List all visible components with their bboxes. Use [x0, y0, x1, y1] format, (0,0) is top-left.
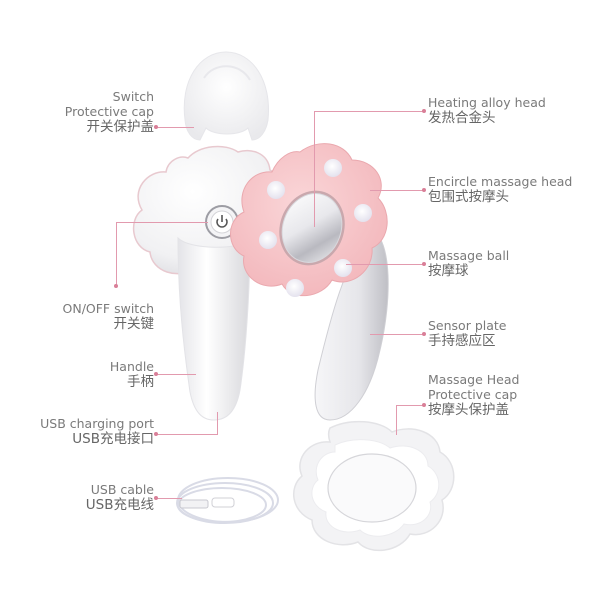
massage-head-image — [230, 143, 388, 297]
label-sensor-plate: Sensor plate 手持感应区 — [428, 318, 507, 350]
leader-sensor — [370, 334, 424, 335]
label-cn: 包围式按摩头 — [428, 188, 509, 205]
leader-heating-h — [314, 111, 424, 112]
label-cn: 手持感应区 — [428, 332, 496, 349]
label-en: Encircle massage head — [428, 174, 573, 189]
leader-dot — [422, 109, 426, 113]
leader-handle — [156, 374, 196, 375]
label-en: Switch — [112, 89, 154, 104]
label-en: USB charging port — [40, 416, 154, 431]
label-cn: 开关保护盖 — [86, 118, 155, 135]
power-icon — [216, 218, 228, 228]
leader-dot — [114, 284, 118, 288]
label-cn: 按摩球 — [428, 262, 469, 279]
label-cn: 手柄 — [127, 373, 154, 390]
sensor-plate-image — [314, 229, 389, 421]
massage-head-protective-cap-image — [293, 420, 455, 552]
label-usb-charging-port: USB charging port USB充电接口 — [40, 416, 154, 448]
label-massage-head-protective-cap: Massage Head Protective cap 按摩头保护盖 — [428, 372, 520, 418]
leader-encircle — [370, 190, 424, 191]
label-en: Massage Head — [428, 372, 520, 387]
label-cn: 发热合金头 — [428, 109, 496, 126]
label-cn: USB充电线 — [85, 496, 154, 513]
leader-dot — [154, 432, 158, 436]
leader-dot — [422, 332, 426, 336]
label-en: USB cable — [90, 482, 154, 497]
leader-dot — [154, 125, 158, 129]
label-en: Protective cap — [428, 386, 518, 402]
leader-dot — [422, 262, 426, 266]
leader-head-cap-h — [396, 405, 424, 406]
label-handle: Handle 手柄 — [109, 359, 154, 391]
leader-dot — [154, 372, 158, 376]
leader-on-off-h — [116, 222, 208, 223]
label-switch-protective-cap: Switch Protective cap 开关保护盖 — [64, 89, 155, 135]
leader-switch-cap — [156, 127, 194, 128]
leader-dot — [154, 496, 158, 500]
switch-protective-cap-image — [183, 51, 270, 141]
label-cn: USB充电接口 — [72, 430, 154, 447]
label-usb-cable: USB cable USB充电线 — [85, 482, 154, 514]
label-massage-ball: Massage ball 按摩球 — [428, 248, 510, 280]
label-en: Handle — [109, 359, 154, 374]
label-en: ON/OFF switch — [62, 301, 155, 316]
leader-usb-cable — [156, 498, 182, 499]
label-en: Sensor plate — [428, 318, 507, 333]
label-cn: 按摩头保护盖 — [428, 401, 509, 418]
leader-usb-port-v — [217, 412, 218, 434]
usb-cable-image — [176, 477, 279, 524]
leader-massage-ball — [346, 264, 424, 265]
label-heating-alloy-head: Heating alloy head 发热合金头 — [428, 95, 546, 127]
leader-dot — [422, 403, 426, 407]
label-en: Massage ball — [428, 248, 510, 263]
label-on-off-switch: ON/OFF switch 开关键 — [62, 301, 155, 333]
leader-head-cap-v — [396, 405, 397, 435]
leader-usb-port-h — [156, 434, 218, 435]
leader-on-off-v — [116, 222, 117, 286]
label-encircle-massage-head: Encircle massage head 包围式按摩头 — [428, 174, 573, 206]
label-en: Protective cap — [64, 103, 154, 119]
leader-dot — [422, 188, 426, 192]
handle-image — [177, 236, 251, 421]
label-en: Heating alloy head — [428, 95, 546, 110]
leader-heating-v — [314, 111, 315, 227]
label-cn: 开关键 — [113, 315, 155, 332]
